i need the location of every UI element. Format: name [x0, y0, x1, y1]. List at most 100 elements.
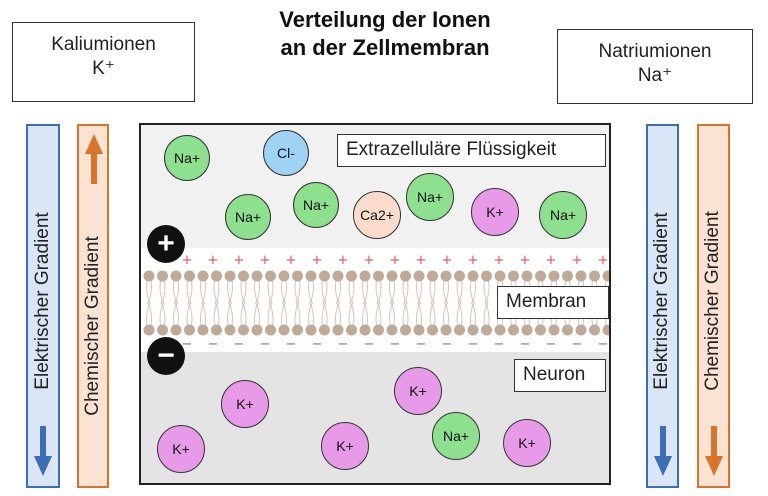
arrow-down-icon: [654, 426, 672, 476]
arrow-down-icon: [34, 426, 52, 476]
plus-sign: +: [468, 253, 479, 268]
lipid-tail: [227, 301, 230, 329]
lipid-tail: [429, 277, 433, 305]
potassium-ion: K+: [394, 367, 442, 415]
lipid-head: [481, 324, 492, 336]
left-chemical-label: Chemischer Gradient: [82, 236, 103, 416]
minus-sign: −: [338, 337, 349, 352]
lipid-tail: [284, 301, 287, 329]
lipid-tail: [149, 277, 152, 305]
sodium-ion: Na+: [225, 194, 271, 240]
minus-sign: −: [546, 337, 557, 352]
minus-sign: −: [572, 337, 583, 352]
lipid-tail: [429, 301, 433, 329]
lipid-tail: [321, 301, 325, 329]
lipid-head: [170, 270, 182, 282]
lipid-tail: [443, 301, 446, 329]
lipid-head: [251, 270, 263, 282]
lipid-tail: [213, 277, 217, 305]
plus-sign: +: [312, 253, 323, 268]
sodium-box: Natriumionen Na⁺: [557, 29, 753, 104]
lipid-tail: [362, 301, 365, 329]
lipid-head: [346, 324, 357, 336]
lipid-tail: [200, 301, 203, 329]
lipid-tail: [230, 301, 233, 329]
plus-sign: +: [520, 253, 531, 268]
lipid-tail: [419, 277, 422, 305]
lipid-tail: [267, 277, 271, 305]
sodium-symbol: Na⁺: [637, 65, 673, 86]
minus-sign: −: [312, 337, 323, 352]
lipid-head: [278, 270, 290, 282]
lipid-tail: [149, 301, 152, 329]
lipid-head: [494, 270, 506, 282]
lipid-head: [481, 270, 492, 282]
lipid-tail: [335, 301, 338, 329]
lipid-tail: [338, 301, 341, 329]
potassium-ion: K+: [471, 188, 519, 236]
sodium-ion: Na+: [432, 412, 480, 460]
lipid-tail: [432, 277, 436, 305]
lipid-tail: [351, 301, 355, 329]
lipid-tail: [159, 277, 163, 305]
membrane-label: Membran: [497, 286, 609, 319]
lipid-tail: [146, 277, 149, 305]
minus-sign: −: [520, 337, 531, 352]
lipid-tail: [176, 301, 179, 329]
plus-sign: +: [234, 253, 245, 268]
lipid-head: [467, 270, 479, 282]
sodium-ion: Na+: [539, 191, 587, 239]
lipid-tail: [405, 301, 409, 329]
lipid-tail: [216, 301, 220, 329]
lipid-head: [454, 324, 465, 336]
potassium-ion: K+: [503, 419, 551, 467]
right-electric-gradient: Elektrischer Gradient: [646, 124, 679, 488]
lipid-head: [400, 324, 411, 336]
lipid-tail: [257, 301, 260, 329]
potassium-symbol: K⁺: [92, 58, 115, 79]
lipid-head: [170, 324, 182, 336]
minus-sign: −: [416, 337, 427, 352]
lipid-tail: [240, 301, 244, 329]
lipid-tail: [189, 277, 193, 305]
lipid-tail: [281, 277, 284, 305]
lipid-tail: [416, 301, 419, 329]
title-line-1: Verteilung der Ionen: [279, 7, 491, 32]
lipid-tail: [348, 301, 352, 329]
lipid-tail: [470, 301, 473, 329]
minus-sign: −: [442, 337, 453, 352]
left-chemical-gradient: Chemischer Gradient: [77, 124, 109, 488]
arrow-down-icon: [705, 426, 723, 476]
lipid-tail: [486, 301, 490, 329]
lipid-tail: [324, 301, 328, 329]
lipid-head: [494, 324, 506, 336]
plus-sign: +: [338, 253, 349, 268]
minus-sign: −: [286, 337, 297, 352]
lipid-head: [265, 324, 276, 336]
lipid-tail: [389, 301, 392, 329]
lipid-head: [535, 270, 546, 282]
lipid-tail: [243, 277, 247, 305]
lipid-tail: [321, 277, 325, 305]
lipid-tail: [294, 301, 298, 329]
lipid-head: [346, 270, 357, 282]
lipid-head: [602, 324, 609, 336]
lipid-head: [454, 270, 465, 282]
lipid-tail: [402, 277, 406, 305]
minus-sign: −: [494, 337, 505, 352]
lipid-head: [143, 324, 155, 336]
lipid-tail: [375, 277, 379, 305]
lipid-tail: [335, 277, 338, 305]
lipid-head: [292, 270, 303, 282]
lipid-head: [143, 270, 155, 282]
lipid-tail: [483, 301, 487, 329]
lipid-tail: [294, 277, 298, 305]
lipid-tail: [348, 277, 352, 305]
lipid-tail: [470, 277, 473, 305]
lipid-head: [359, 270, 371, 282]
lipid-head: [562, 270, 573, 282]
lipid-tail: [254, 301, 257, 329]
lipid-head: [400, 270, 411, 282]
minus-sign: −: [598, 337, 609, 352]
lipid-tail: [186, 277, 190, 305]
